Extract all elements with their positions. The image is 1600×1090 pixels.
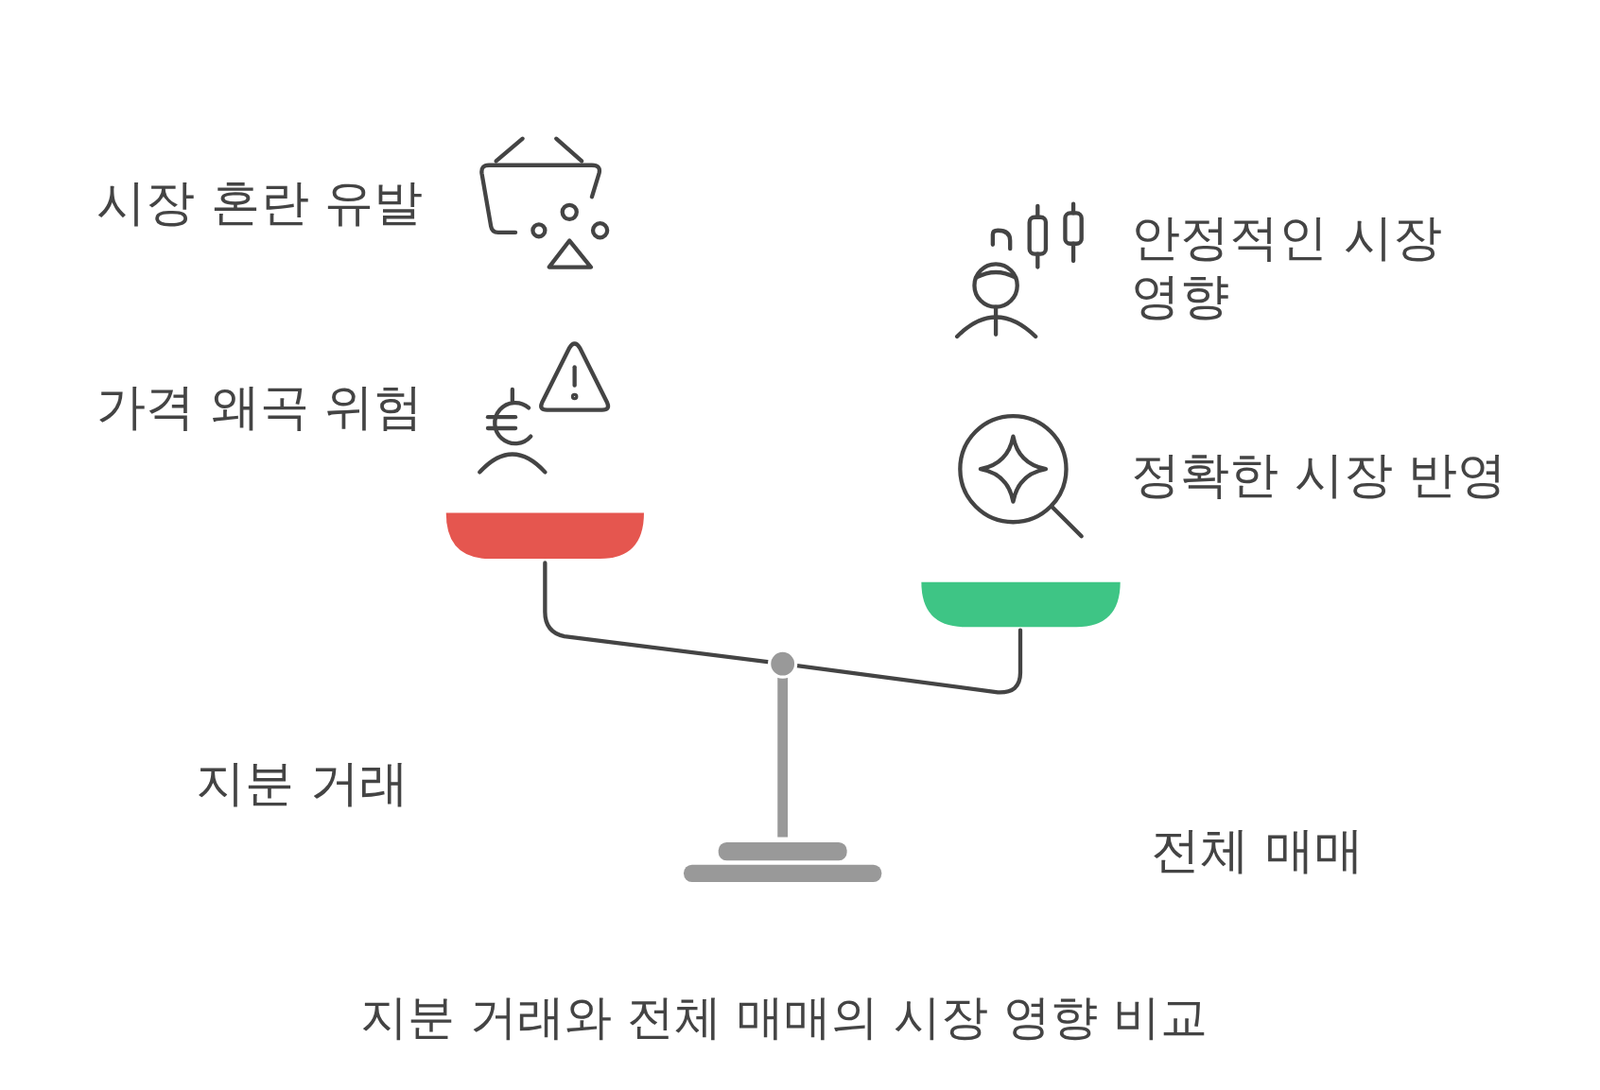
price-risk-icon bbox=[479, 343, 609, 472]
magnifier-icon bbox=[959, 416, 1081, 537]
scale-base-top bbox=[718, 842, 848, 861]
diagram-title: 지분 거래와 전체 매매의 시장 영향 비교 bbox=[360, 989, 1207, 1046]
benefit-label: 안정적인 시장 영향 bbox=[1130, 208, 1548, 327]
right-pan bbox=[921, 582, 1120, 627]
risk-label: 시장 혼란 유발 bbox=[96, 173, 423, 232]
side-label: 전체 매매 bbox=[1150, 820, 1364, 880]
scale-base bbox=[683, 865, 882, 883]
left-pan bbox=[446, 513, 644, 560]
risk-label: 가격 왜곡 위험 bbox=[96, 377, 423, 436]
scale-pole bbox=[777, 677, 788, 837]
side-label: 지분 거래 bbox=[195, 753, 409, 813]
stable-market-icon bbox=[956, 204, 1082, 337]
scale-pivot bbox=[769, 650, 797, 678]
basket-icon bbox=[481, 139, 608, 268]
benefit-label: 정확한 시장 반영 bbox=[1130, 445, 1507, 505]
